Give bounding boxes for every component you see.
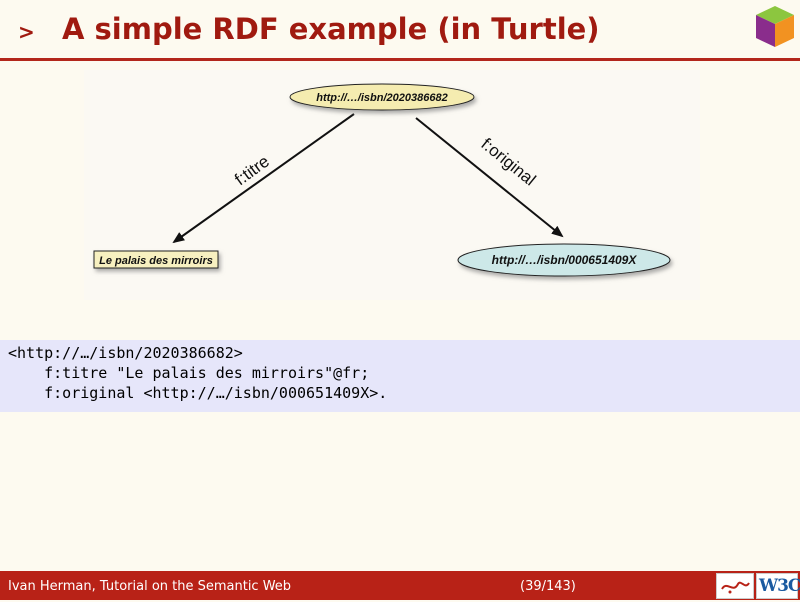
rdf-graph-diagram: f:titre f:original http://…/isbn/2020386… [84,70,700,300]
ercim-logo[interactable] [716,573,754,599]
edge-original-arrow [415,117,564,238]
turtle-code-block: <http://…/isbn/2020386682> f:titre "Le p… [0,340,800,412]
slide-title: A simple RDF example (in Turtle) [62,12,600,46]
literal-node-label: Le palais des mirroirs [99,255,213,267]
object-node [457,243,671,277]
subject-node-label: http://…/isbn/2020386682 [316,92,447,104]
code-line-original: f:original <http://…/isbn/000651409X>. [8,384,388,402]
ercim-logo-icon [721,581,750,594]
edge-titre-arrow [172,113,355,244]
cube-left-face [756,15,775,47]
footer-page-number: (39/143) [520,579,576,594]
cube-logo-icon [756,6,794,47]
slide-header: > A simple RDF example (in Turtle) [0,0,800,58]
footer-author: Ivan Herman, Tutorial on the Semantic We… [8,579,292,594]
rdf-graph-svg: f:titre f:original http://…/isbn/2020386… [93,83,671,277]
cube-right-face [775,15,794,47]
literal-node [93,250,219,269]
code-line-subject: <http://…/isbn/2020386682> [8,344,243,362]
w3c-logo-text: W3C [759,576,800,596]
code-line-titre: f:titre "Le palais des mirroirs"@fr; [8,364,370,382]
object-node-label: http://…/isbn/000651409X [492,253,638,267]
header-divider [0,58,800,61]
edge-label-original: f:original [477,134,539,189]
slide-footer: Ivan Herman, Tutorial on the Semantic We… [0,571,800,600]
edge-label-titre: f:titre [231,152,273,190]
w3c-logo[interactable]: W3C [756,573,800,599]
title-bullet: > [18,20,35,44]
subject-node [289,83,475,111]
